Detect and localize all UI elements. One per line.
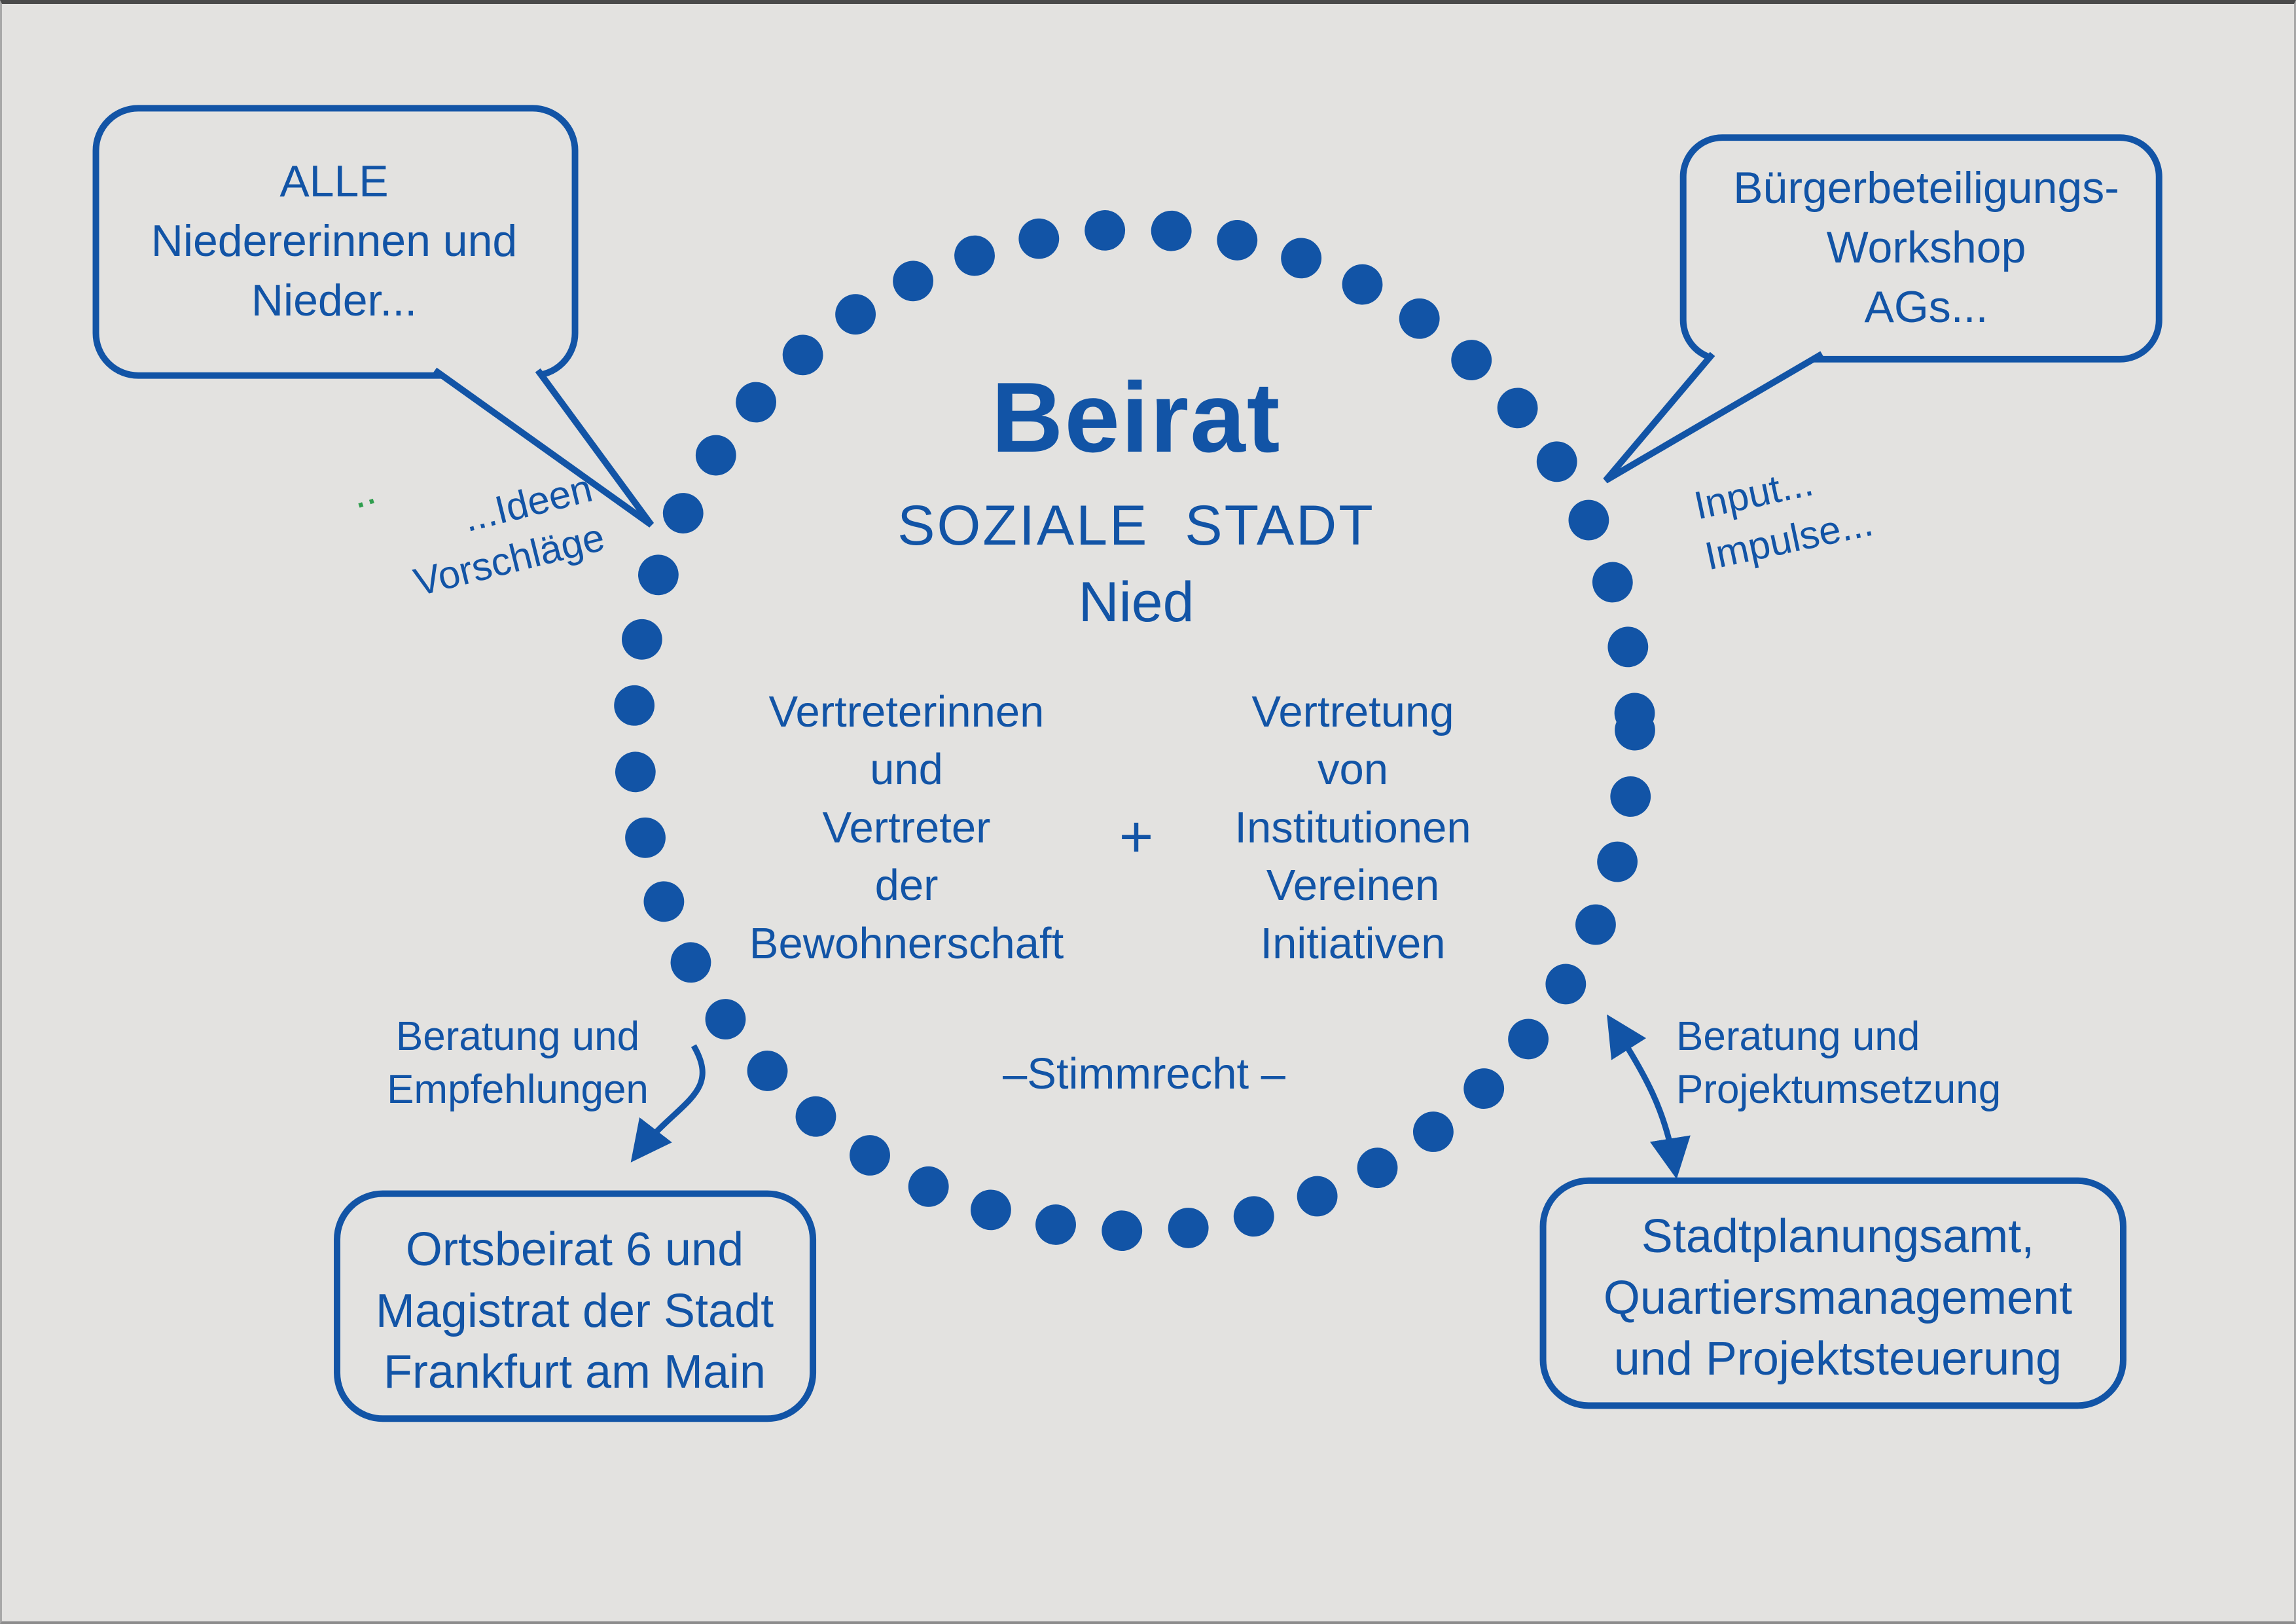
speech-bubble-top-right-text: Bürgerbeteiligungs- Workshop AGs... bbox=[1733, 162, 2119, 333]
speech-bubble-top-right-tail bbox=[1603, 351, 1824, 484]
speech-bubble-top-left-outline bbox=[92, 105, 579, 379]
stimmrecht-note: –Stimmrecht – bbox=[1003, 1049, 1285, 1098]
double-arrow-bottom-right bbox=[1607, 1014, 1691, 1180]
speech-bubble-top-left-tail bbox=[433, 367, 655, 528]
circle-subtitle: SOZIALE STADT bbox=[897, 494, 1375, 557]
box-bottom-left-outline bbox=[334, 1190, 817, 1422]
diagram-shapes bbox=[92, 105, 2162, 1422]
circle-subtitle-nied: Nied bbox=[1078, 571, 1194, 634]
beratung-empfehlungen-label: Beratung und Empfehlungen bbox=[387, 1014, 649, 1112]
speech-bubble-top-left-text: ALLE Niedererinnen und Nieder... bbox=[151, 156, 518, 326]
dotted-circle bbox=[613, 209, 1655, 1252]
box-bottom-left-text: Ortsbeirat 6 und Magistrat der Stadt Fra… bbox=[375, 1223, 774, 1399]
beratung-projektumsetzung-label: Beratung und Projektumsetzung bbox=[1676, 1014, 2001, 1112]
speech-bubble-top-right-outline bbox=[1679, 134, 2162, 363]
column-bewohnerschaft: Vertreterinnen und Vertreter der Bewohne… bbox=[749, 687, 1064, 968]
box-bottom-right-outline bbox=[1539, 1177, 2126, 1409]
circle-title: Beirat bbox=[991, 362, 1282, 473]
plus-sign: + bbox=[1119, 804, 1154, 870]
box-bottom-right-text: Stadtplanungsamt, Quartiersmanagement un… bbox=[1603, 1210, 2073, 1386]
arrow-to-bottom-left-box bbox=[630, 1044, 706, 1163]
column-institutionen: Vertretung von Institutionen Vereinen In… bbox=[1234, 687, 1471, 968]
